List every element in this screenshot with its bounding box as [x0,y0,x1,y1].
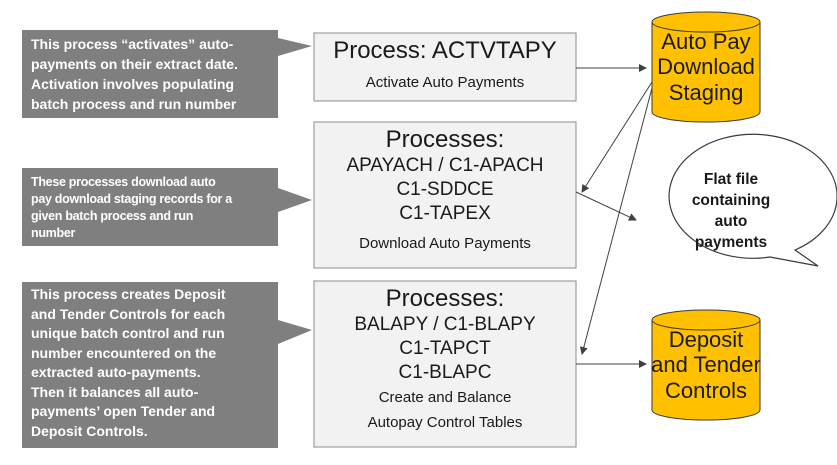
callout-balance-text: This process creates Deposit and Tender … [31,285,281,441]
process-desc: Autopay Control Tables [367,414,523,431]
callout-activate-text: This process “activates” auto- payments … [31,34,281,114]
data-store-staging [651,11,761,123]
process-title: Processes: [385,126,505,153]
process-download-text: Processes: APAYACH / C1-APACH C1-SDDCE C… [314,126,576,255]
callout-line: and Tender Controls for each [31,305,226,322]
process-activate-text: Process: ACTVTAPY Activate Auto Payments [314,36,576,94]
callout-line: number [31,226,76,240]
arrow-staging-to-balance [579,87,653,355]
callout-line: This process “activates” auto- [31,36,234,52]
process-code: C1-SDDCE [396,179,494,200]
callout-line: pay download staging records for a [31,192,232,206]
flat-file-label: Flat file containing auto payments [663,169,799,253]
process-desc: Download Auto Payments [359,235,531,252]
process-balance-text: Processes: BALAPY / C1-BLAPY C1-TAPCT C1… [314,285,576,434]
callout-line: batch process and run number [31,96,237,112]
data-store-staging-label: Auto Pay Download Staging [652,29,760,105]
arrow-download-to-flatfile [575,191,637,221]
data-store-deposit-tender [651,309,761,421]
db-line: Deposit [668,327,744,352]
process-title: Process: ACTVTAPY [333,37,557,64]
process-title: Processes: [385,285,505,312]
data-store-deposit-label: Deposit and Tender Controls [647,327,765,403]
process-code: APAYACH / C1-APACH [346,155,544,176]
callout-line: payments’ open Tender and [31,403,216,419]
process-code: C1-BLAPC [398,362,492,383]
callout-shape-balance [22,282,312,448]
callout-download-text: These processes download auto pay downlo… [31,174,281,242]
callout-line: Deposit Controls. [31,422,148,439]
process-desc: Create and Balance [378,389,512,406]
process-box-balance [313,280,577,448]
flat-file-line: auto [714,213,748,230]
arrow-staging-to-download [581,81,653,193]
process-desc: Activate Auto Payments [365,74,525,91]
process-box-activate [313,32,577,102]
callout-line: These processes download auto [31,175,216,189]
callout-line: extracted auto-payments. [31,364,201,380]
process-code: C1-TAPCT [399,338,491,359]
callout-line: given batch process and run [31,209,194,223]
callout-shape-activate [22,30,312,118]
callout-line: Activation involves populating [31,76,235,92]
db-line: Controls [665,377,747,403]
process-box-download [313,121,577,269]
callout-line: Then it balances all auto- [31,383,199,400]
flat-file-line: containing [691,192,771,209]
callout-line: number encountered on the [31,344,217,361]
db-line: Staging [668,79,744,105]
callout-line: unique batch control and run [31,325,225,341]
flat-file-line: Flat file [703,171,759,188]
db-line: and Tender [651,352,761,378]
process-code: C1-TAPEX [399,203,491,224]
callout-shape-download [22,168,312,246]
callout-line: This process creates Deposit [31,286,226,302]
flat-file-line: payments [694,234,768,251]
db-line: Download [657,54,755,80]
callout-line: payments on their extract date. [31,56,238,72]
db-line: Auto Pay [661,29,751,54]
process-code: BALAPY / C1-BLAPY [354,314,536,335]
